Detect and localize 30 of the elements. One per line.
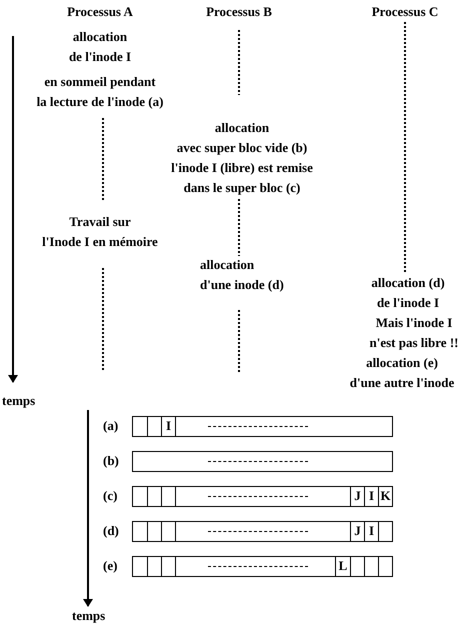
axis-label: temps xyxy=(72,607,106,625)
process-heading: Processus C xyxy=(372,3,438,21)
process-heading: Processus A xyxy=(67,3,133,21)
superblock-bar xyxy=(132,556,393,577)
event-text: allocation de l'inode I xyxy=(68,28,132,66)
event-text: allocation d'une inode (d) xyxy=(200,256,284,294)
row-label: (d) xyxy=(103,522,119,540)
superblock-bar xyxy=(132,451,393,472)
inode-cell: I xyxy=(161,417,176,436)
event-text: allocation avec super bloc vide (b) l'inode I (libre) est remise dans le super bloc (c) xyxy=(171,119,313,197)
inode-cell: I xyxy=(364,522,379,541)
superblock-bar xyxy=(132,416,393,437)
event-text: Mais l'inode I n'est pas libre !! xyxy=(370,314,458,352)
inode-cell: K xyxy=(378,487,393,506)
event-text: en sommeil pendant la lecture de l'inode (a) xyxy=(36,73,164,111)
row-label: (e) xyxy=(103,557,118,575)
inode-cell: J xyxy=(350,487,365,506)
row-label: (a) xyxy=(103,417,118,435)
inode-cell: J xyxy=(350,522,365,541)
process-heading: Processus B xyxy=(206,3,272,21)
event-text: allocation (e) d'une autre l'inode xyxy=(350,354,454,392)
superblock-bar xyxy=(132,521,393,542)
superblock-bar xyxy=(132,486,393,507)
row-label: (c) xyxy=(103,487,118,505)
axis-label: temps xyxy=(2,392,36,410)
inode-cell: L xyxy=(335,557,351,576)
event-text: Travail sur l'Inode I en mémoire xyxy=(42,213,158,251)
event-text: allocation (d) de l'inode I xyxy=(371,274,445,312)
row-label: (b) xyxy=(103,452,119,470)
inode-cell: I xyxy=(364,487,379,506)
